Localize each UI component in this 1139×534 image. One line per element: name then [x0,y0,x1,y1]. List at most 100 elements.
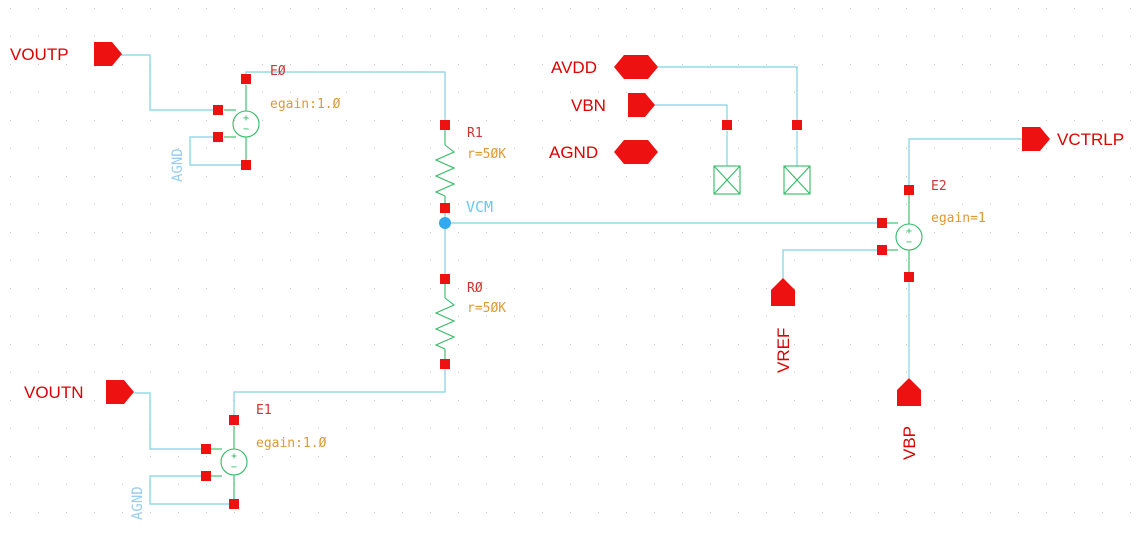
terminal[interactable] [904,272,914,282]
grid-dot [990,232,991,233]
terminal[interactable] [201,444,211,454]
terminal[interactable] [229,415,239,425]
avdd-stub[interactable] [783,120,811,195]
grid-dot [1018,260,1019,261]
pin-avdd[interactable]: AVDD [551,55,658,79]
grid-dot [878,260,879,261]
grid-dot [850,204,851,205]
vcvs-e2-plus: + [906,226,912,237]
grid-dot [66,288,67,289]
terminal[interactable] [722,120,732,130]
input-pin-icon[interactable] [897,378,921,406]
input-pin-icon[interactable] [106,380,134,404]
grid-dot [850,120,851,121]
input-pin-icon[interactable] [94,42,122,66]
pin-vref[interactable]: VREF [771,278,795,373]
terminal[interactable] [440,359,450,369]
grid-dot [878,484,879,485]
grid-dot [122,64,123,65]
grid-dot [626,36,627,37]
pin-label-avdd: AVDD [551,58,597,77]
grid-dot [458,288,459,289]
inout-pin-icon[interactable] [614,140,658,164]
grid-dot [318,372,319,373]
grid-dot [850,428,851,429]
grid-dot [934,400,935,401]
grid-dot [626,288,627,289]
pin-voutp[interactable]: VOUTP [10,42,122,66]
grid-dot [906,176,907,177]
wire-e0-loop[interactable] [189,136,246,166]
grid-dot [234,204,235,205]
junction-dot[interactable] [439,217,451,229]
grid-dot [1074,288,1075,289]
terminal[interactable] [440,203,450,213]
grid-dot [402,176,403,177]
wire-vbn[interactable] [653,104,728,124]
grid-dot [654,120,655,121]
terminal[interactable] [201,471,211,481]
resistor-r0[interactable]: RØ r=5ØK [434,274,506,369]
grid-dot [66,344,67,345]
wire-vctrlp[interactable] [908,138,1022,190]
grid-dot [766,428,767,429]
wire-vref[interactable] [782,249,882,280]
terminal[interactable] [792,120,802,130]
terminal[interactable] [213,132,223,142]
vbn-stub[interactable] [713,120,741,195]
pin-vbp[interactable]: VBP [897,378,921,460]
grid-dot [878,316,879,317]
pin-vctrlp[interactable]: VCTRLP [1022,127,1124,151]
resistor-r1[interactable]: R1 r=5ØK [434,120,506,213]
vcvs-e1[interactable]: + − E1 egain:1.Ø AGND [130,403,327,520]
vcvs-e2[interactable]: + − E2 egain=1 [877,179,986,282]
grid-dot [290,204,291,205]
wire-voutn[interactable] [134,392,206,450]
grid-dot [878,120,879,121]
vcvs-e0[interactable]: + − EØ egain:1.Ø AGND [170,64,341,182]
grid-dot [150,456,151,457]
terminal[interactable] [440,120,450,130]
terminal[interactable] [213,105,223,115]
grid-dot [10,8,11,9]
grid-dot [598,316,599,317]
grid-dot [794,92,795,93]
grid-dot [234,92,235,93]
terminal[interactable] [877,218,887,228]
terminal[interactable] [877,245,887,255]
terminal[interactable] [229,499,239,509]
grid-dot [934,260,935,261]
terminal[interactable] [440,274,450,284]
terminal[interactable] [241,160,251,170]
input-pin-icon[interactable] [771,278,795,306]
grid-dot [850,36,851,37]
grid-dot [990,120,991,121]
wire-voutp[interactable] [120,54,218,111]
grid-dot [878,428,879,429]
grid-dot [822,8,823,9]
wire-r0-e1[interactable] [233,364,446,420]
grid-dot [262,288,263,289]
pin-agnd[interactable]: AGND [549,140,658,164]
wire-avdd[interactable] [658,66,798,124]
grid-dot [934,456,935,457]
grid-dot [794,8,795,9]
grid-dot [430,260,431,261]
grid-dot [178,288,179,289]
grid-dot [402,204,403,205]
pin-vbn[interactable]: VBN [571,93,655,117]
wire-e1-loop[interactable] [149,475,234,505]
grid-dot [1130,456,1131,457]
grid-dot [962,372,963,373]
terminal[interactable] [241,74,251,84]
output-pin-icon[interactable] [1022,127,1050,151]
net-vcm[interactable]: VCM [439,198,493,229]
pin-voutn[interactable]: VOUTN [24,380,134,404]
input-pin-icon[interactable] [628,93,655,117]
inout-pin-icon[interactable] [614,55,658,79]
grid-dot [962,512,963,513]
terminal[interactable] [904,185,914,195]
grid-dot [542,288,543,289]
grid-dot [1018,428,1019,429]
grid-dot [962,204,963,205]
